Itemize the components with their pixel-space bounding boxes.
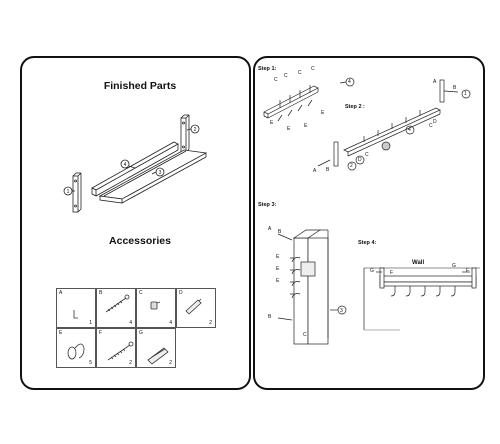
label-e: E	[321, 110, 325, 116]
label-f: F	[390, 270, 394, 276]
label-3: 3	[340, 308, 343, 314]
accessory-letter: C	[139, 290, 143, 296]
step-1-heading: Step 1:	[258, 66, 277, 72]
label-b: B	[453, 85, 457, 91]
accessory-letter: D	[179, 290, 183, 296]
wall-screw-icon	[107, 341, 134, 361]
label-c: C	[284, 73, 288, 79]
accessory-cell-a: A 1	[56, 288, 96, 328]
label-a: A	[268, 226, 272, 232]
accessory-letter: F	[99, 330, 103, 336]
label-c: C	[298, 70, 302, 76]
accessory-letter: A	[59, 290, 63, 296]
label-e: E	[304, 123, 308, 129]
anchor-icon	[147, 347, 169, 365]
accessory-cell-f: F 2	[96, 328, 136, 368]
label-f: F	[466, 268, 470, 274]
step-2-heading: Step 2 :	[345, 104, 365, 110]
label-a: A	[433, 79, 437, 85]
callout-4-label: 4	[124, 162, 127, 168]
label-e: E	[270, 120, 274, 126]
label-c: C	[274, 77, 278, 83]
accessory-qty: 4	[129, 320, 132, 326]
accessory-cell-g: G 2	[136, 328, 176, 368]
wall-label: Wall	[412, 260, 425, 266]
label-4: 4	[408, 127, 411, 133]
label-d: D	[358, 157, 362, 163]
label-d: D	[433, 119, 437, 125]
label-e: E	[276, 278, 280, 284]
cap-icon	[150, 301, 161, 310]
assembly-steps-panel	[253, 56, 485, 390]
label-a: A	[313, 168, 317, 174]
label-2: 2	[350, 163, 353, 169]
dowel-icon	[185, 298, 202, 315]
label-e: E	[276, 254, 280, 260]
callout-2-label: 2	[194, 127, 197, 133]
hook-icon	[67, 343, 85, 360]
accessory-cell-c: C 4	[136, 288, 176, 328]
screw-icon	[105, 294, 130, 313]
finished-parts-title: Finished Parts	[103, 80, 177, 92]
label-e: E	[287, 126, 291, 132]
accessory-letter: B	[99, 290, 103, 296]
accessory-qty: 1	[89, 320, 92, 326]
part-1-block	[72, 172, 82, 213]
part-3-shelf	[98, 149, 208, 204]
label-e: E	[276, 266, 280, 272]
label-g: G	[452, 263, 456, 269]
accessory-qty: 2	[169, 360, 172, 366]
label-c: C	[303, 332, 307, 338]
label-b: B	[326, 167, 330, 173]
accessory-letter: E	[59, 330, 63, 336]
accessory-qty: 5	[89, 360, 92, 366]
label-4: 4	[348, 79, 351, 85]
callout-1-label: 1	[67, 189, 70, 195]
accessory-cell-b: B 4	[96, 288, 136, 328]
label-b: B	[278, 229, 282, 235]
step-3-heading: Step 3:	[258, 202, 277, 208]
label-c: C	[311, 66, 315, 72]
label-b: B	[268, 314, 272, 320]
label-c: C	[365, 152, 369, 158]
label-g: G	[370, 268, 374, 274]
part-2-block	[180, 114, 190, 153]
accessory-cell-e: E 5	[56, 328, 96, 368]
label-1: 1	[464, 91, 467, 97]
accessory-qty: 2	[209, 320, 212, 326]
callout-3-label: 3	[159, 170, 162, 176]
accessory-qty: 4	[169, 320, 172, 326]
part-4-bar	[91, 141, 179, 197]
step-4-heading: Step 4:	[358, 240, 377, 246]
accessory-letter: G	[139, 330, 143, 336]
accessory-cell-d: D 2	[176, 288, 216, 328]
accessory-qty: 2	[129, 360, 132, 366]
hex-key-icon	[73, 310, 78, 319]
finished-parts-panel	[20, 56, 251, 390]
accessories-title: Accessories	[109, 235, 171, 247]
label-c: C	[429, 123, 433, 129]
